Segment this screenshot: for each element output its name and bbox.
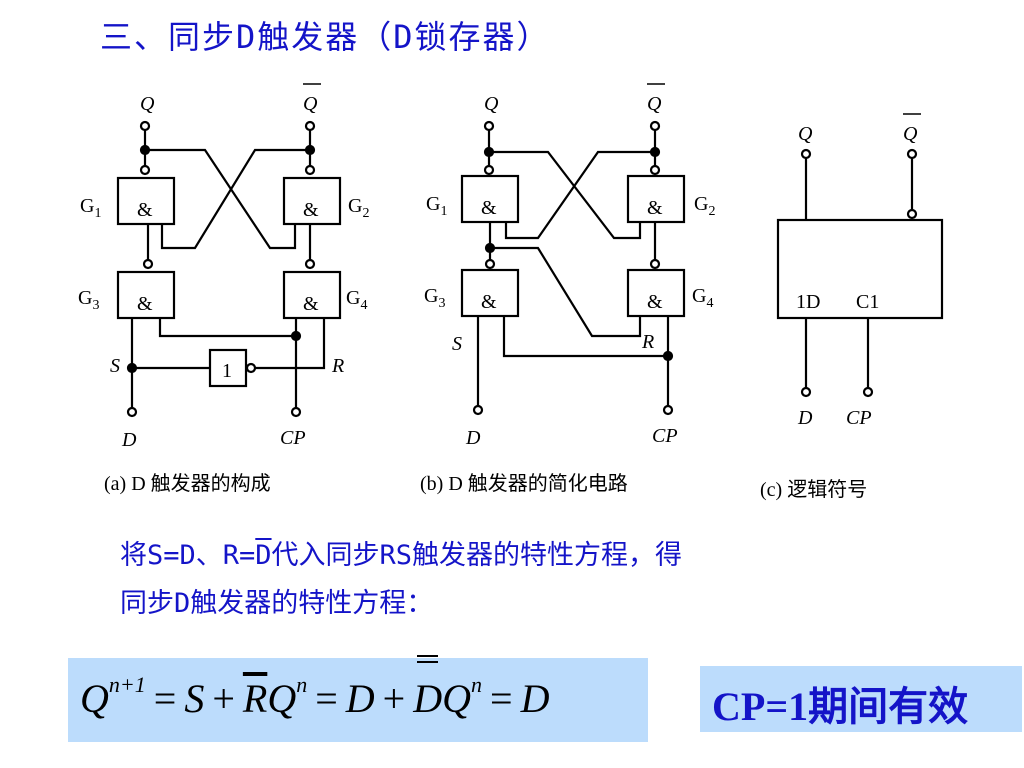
c-d-label: D [797, 407, 813, 429]
a-qbar-label: Q [303, 93, 318, 115]
caption-a: (a) D 触发器的构成 [104, 472, 271, 495]
b-q-label: Q [484, 93, 499, 115]
c-c1-label: C1 [856, 291, 879, 313]
gate-symbol: & [137, 293, 153, 315]
b-g1-label: G1 [426, 193, 447, 219]
b-g3-label: G3 [424, 285, 445, 311]
circuit-diagrams: Q Q G1 G2 G3 G4 & & & & 1 S R D CP (a) D… [78, 83, 944, 501]
b-qbar-label: Q [647, 93, 662, 115]
a-s-label: S [110, 355, 120, 377]
a-g2-label: G2 [348, 195, 369, 221]
description-line-2: 同步D触发器的特性方程： [120, 588, 434, 619]
a-cp-label: CP [280, 427, 306, 449]
a-d-label: D [121, 429, 137, 451]
gate-symbol: & [481, 291, 497, 313]
c-q-label: Q [798, 123, 813, 145]
gate-symbol: & [647, 291, 663, 313]
c-1d-label: 1D [796, 291, 820, 313]
a-r-label: R [331, 355, 344, 377]
a-g3-label: G3 [78, 287, 99, 313]
gate-symbol: & [303, 199, 319, 221]
gate-symbol: & [647, 197, 663, 219]
b-r-label: R [641, 331, 654, 353]
a-q-label: Q [140, 93, 155, 115]
page-title: 三、同步D触发器（D锁存器） [100, 18, 551, 56]
note-text: CP=1期间有效 [712, 684, 969, 729]
b-g4-label: G4 [692, 285, 713, 311]
c-cp-label: CP [846, 407, 872, 429]
b-d-label: D [465, 427, 481, 449]
caption-b: (b) D 触发器的简化电路 [420, 472, 628, 495]
note-box [700, 666, 1022, 732]
b-g2-label: G2 [694, 193, 715, 219]
characteristic-equation: Qn+1=S+RQn=D+DQn=D [80, 655, 550, 721]
gate-symbol: & [481, 197, 497, 219]
b-s-label: S [452, 333, 462, 355]
description-line-1: 将S=D、R=D代入同步RS触发器的特性方程，得 [120, 540, 683, 571]
caption-c: (c) 逻辑符号 [760, 478, 867, 501]
gate-symbol: & [303, 293, 319, 315]
b-cp-label: CP [652, 425, 678, 447]
equation-box [68, 658, 648, 742]
description-text: 将S=D、R=D代入同步RS触发器的特性方程，得 同步D触发器的特性方程： [120, 532, 940, 628]
inverter-symbol: 1 [222, 360, 232, 382]
gate-symbol: & [137, 199, 153, 221]
a-g4-label: G4 [346, 287, 367, 313]
a-g1-label: G1 [80, 195, 101, 221]
c-qbar-label: Q [903, 123, 918, 145]
